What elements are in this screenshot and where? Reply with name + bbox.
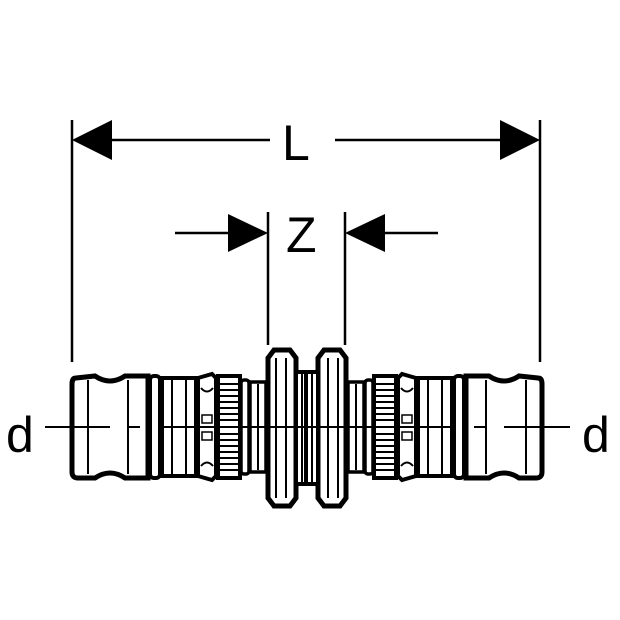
label-diameter-left: d: [6, 407, 34, 463]
arrowheads: [72, 120, 540, 252]
label-diameter-right: d: [582, 407, 610, 463]
arrow-right-icon: [500, 120, 540, 160]
arrow-left-icon: [72, 120, 112, 160]
arrow-right-icon: [228, 214, 268, 252]
label-insertion-gap: Z: [286, 207, 317, 263]
arrow-left-icon: [345, 214, 385, 252]
dimension-lines: [70, 120, 542, 362]
label-overall-length: L: [276, 118, 316, 168]
